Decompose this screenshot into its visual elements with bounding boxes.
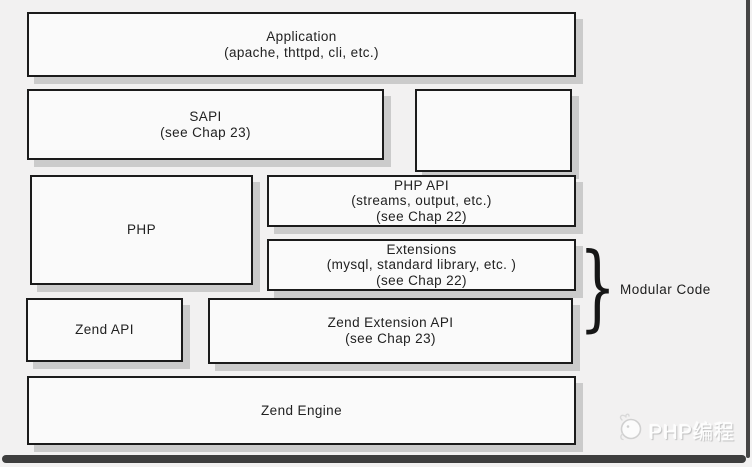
application-subtitle: (apache, thttpd, cli, etc.) (224, 44, 379, 60)
zend-extension-api-chapter: (see Chap 23) (345, 331, 436, 346)
php-box: PHP (30, 175, 253, 285)
extensions-chapter: (see Chap 22) (376, 272, 467, 288)
sapi-box: SAPI (see Chap 23) (27, 89, 384, 160)
frame-right-edge (746, 0, 750, 458)
application-title: Application (266, 28, 337, 44)
curly-brace: } (579, 233, 617, 342)
modular-code-label: Modular Code (620, 282, 711, 297)
php-api-chapter: (see Chap 22) (376, 208, 467, 224)
php-logo-icon (617, 413, 644, 448)
php-api-box: PHP API (streams, output, etc.) (see Cha… (267, 175, 576, 227)
frame-bottom-edge (2, 455, 746, 463)
zend-engine-box: Zend Engine (27, 376, 576, 445)
php-api-subtitle: (streams, output, etc.) (351, 193, 492, 209)
application-box: Application (apache, thttpd, cli, etc.) (27, 12, 576, 77)
zend-api-box: Zend API (26, 298, 183, 362)
sapi-subtitle: (see Chap 23) (160, 124, 251, 140)
php-api-title: PHP API (393, 177, 450, 193)
unlabeled-box (415, 89, 572, 172)
watermark-text: PHP编程 (649, 422, 736, 444)
zend-engine-title: Zend Engine (261, 402, 342, 418)
zend-extension-api-title: Zend Extension API (327, 315, 454, 330)
extensions-box: Extensions (mysql, standard library, etc… (267, 239, 576, 291)
extensions-title: Extensions (386, 241, 457, 257)
zend-api-title: Zend API (75, 322, 134, 337)
extensions-subtitle: (mysql, standard library, etc. ) (326, 257, 517, 273)
sapi-title: SAPI (189, 108, 222, 124)
watermark: PHP编程 (617, 413, 735, 448)
zend-extension-api-box: Zend Extension API (see Chap 23) (208, 298, 573, 364)
php-title: PHP (127, 222, 156, 237)
